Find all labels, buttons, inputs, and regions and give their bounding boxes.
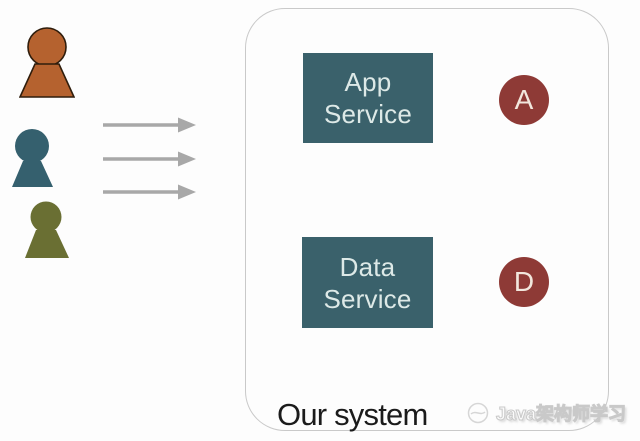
app-service-box: App Service	[303, 53, 433, 143]
logo-circle	[467, 402, 489, 424]
arrow-right-icon	[103, 151, 196, 167]
arrow-head	[178, 184, 196, 200]
logo-swirl	[470, 411, 486, 415]
arrow-head	[178, 117, 196, 133]
badge-a: A	[499, 75, 549, 125]
arrow-right-icons	[103, 117, 196, 200]
logo-icon	[467, 402, 489, 424]
system-label: Our system	[277, 397, 428, 432]
person-icon-teal	[12, 129, 53, 187]
person-body	[19, 63, 75, 98]
watermark-text: Java架构师学习	[495, 404, 627, 425]
person-head	[30, 201, 62, 233]
watermark: Java架构师学习	[466, 400, 627, 426]
arrow-right-icon	[103, 117, 196, 133]
person-icon-orange	[19, 27, 75, 98]
arrow-head	[178, 151, 196, 167]
arrow-right-icon	[103, 184, 196, 200]
person-icon-olive	[25, 201, 69, 258]
badge-d: D	[499, 257, 549, 307]
data-service-box: Data Service	[302, 237, 433, 328]
system-boundary	[245, 8, 609, 431]
person-body	[12, 161, 53, 187]
person-head	[15, 129, 49, 163]
person-body	[25, 230, 69, 258]
person-head	[27, 27, 67, 67]
